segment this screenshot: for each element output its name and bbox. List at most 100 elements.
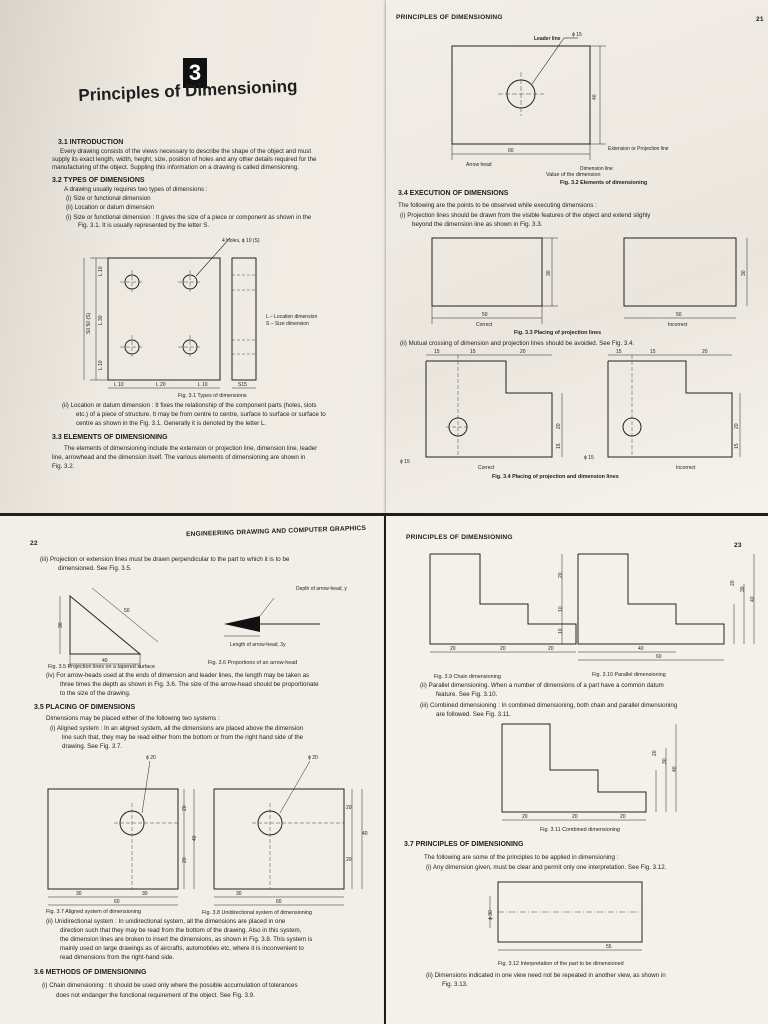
dim-label: 40 (362, 831, 368, 837)
dim-label: 40 (102, 658, 108, 664)
dim-label: 40 (638, 646, 644, 652)
value-label: Value of the dimension (546, 172, 601, 178)
dim-label: 20 (572, 814, 578, 820)
paragraph-line: Fig. 3.2. (52, 463, 75, 470)
arrow-label: Arrow head (466, 162, 492, 168)
dim-label: 20 (182, 857, 188, 863)
dim-label: 20 (620, 814, 626, 820)
figure-3-1: L 10 L 30 L 10 S0 50 (S) L 10 L 20 L 10 … (83, 237, 317, 389)
running-head: PRINCIPLES OF DIMENSIONING (396, 14, 503, 21)
running-head: PRINCIPLES OF DIMENSIONING (406, 534, 513, 541)
figure-caption: Fig. 3.6 Proportions of an arrow-head (208, 660, 298, 666)
paragraph-line: does not endanger the functional require… (56, 992, 255, 999)
list-item: (ii) Mutual crossing of dimension and pr… (400, 340, 635, 347)
paragraph-line: beyond the dimension line as shown in Fi… (412, 221, 543, 228)
book-page-23: PRINCIPLES OF DIMENSIONING 23 20 10 10 2… (386, 516, 768, 1024)
dim-label: 30 (740, 586, 746, 592)
figure-3-10: 20 30 40 40 60 (577, 553, 756, 661)
dim-label: 10 (558, 606, 564, 612)
figure-3-9: 20 10 10 20 20 20 (429, 553, 577, 653)
section-heading: 3.3 ELEMENTS OF DIMENSIONING (52, 434, 168, 441)
list-item: (i) Chain dimensioning : It should be us… (42, 982, 298, 989)
dim-label: 30 (236, 891, 242, 897)
paragraph-line: etc.) of a piece of structure. It may be… (76, 411, 326, 418)
dim-label: L 10 (198, 382, 208, 388)
dim-label: 30 (58, 622, 64, 628)
dim-label: 55 (606, 944, 612, 950)
dim-label: 15 (650, 349, 656, 355)
dim-label: 15 (734, 443, 740, 449)
paragraph-line: centre as shown in the Fig. 3.1. General… (76, 420, 267, 427)
dim-label: 60 (656, 654, 662, 660)
leader-label: Leader line (534, 36, 561, 42)
dim-label: ϕ 30 (488, 910, 494, 920)
dim-label: 15 (470, 349, 476, 355)
dim-label: 10 (558, 628, 564, 634)
figure-3-7-3-8: ϕ 20 20 40 20 30 30 60 ϕ 20 20 40 20 30 … (47, 755, 368, 906)
paragraph-line: three times the depth as shown in Fig. 3… (60, 681, 319, 688)
dim-label: 20 (346, 805, 352, 811)
dim-label: 40 (750, 596, 756, 602)
figure-3-12: ϕ 30 55 (488, 881, 643, 951)
dim-label: 40 (192, 835, 198, 841)
book-page-22: 22 ENGINEERING DRAWING AND COMPUTER GRAP… (0, 516, 384, 1024)
dim-label: L 30 (98, 315, 104, 325)
paragraph-line: direction such that they may be read fro… (60, 927, 302, 934)
paragraph-line: Fig. 3.1. It is usually represented by t… (78, 222, 210, 229)
figure-3-4: 15 15 20 20 15 15 15 20 20 15 ϕ 15 ϕ 15 … (400, 349, 741, 471)
dim-label: 50 (482, 312, 488, 318)
figure-3-3: 30 50 30 50 Correct Incorrect (431, 237, 748, 328)
list-item: (iv) For arrow-heads used at the ends of… (46, 672, 310, 679)
figure-caption: Fig. 3.3 Placing of projection lines (514, 330, 602, 336)
dim-label: 60 (114, 899, 120, 905)
section-heading: 3.5 PLACING OF DIMENSIONS (34, 704, 136, 711)
dim-label: 20 (734, 423, 740, 429)
dimline-label: Dimension line (580, 166, 613, 172)
list-item: (ii) Unidirectional system : In unidirec… (46, 918, 286, 925)
paragraph-line: the dimension lines are broken to insert… (60, 936, 313, 943)
section-heading: 3.6 METHODS OF DIMENSIONING (34, 969, 147, 976)
figure-caption: Fig. 3.7 Aligned system of dimensioning (46, 909, 141, 915)
running-head: ENGINEERING DRAWING AND COMPUTER GRAPHIC… (185, 524, 367, 539)
list-item: (i) Size or functional dimension : It gi… (66, 214, 312, 221)
depth-label: Depth of arrow-head, y (296, 586, 347, 592)
figure-caption: Fig. 3.11 Combined dimensioning (540, 827, 620, 833)
dim-label: 40 (672, 766, 678, 772)
paragraph-line: line such that, they may be read either … (62, 734, 304, 741)
dim-label: 30 (76, 891, 82, 897)
dim-label: L 20 (156, 382, 166, 388)
paragraph-line: Dimensions may be placed either of the f… (46, 715, 220, 722)
dim-label: S15 (238, 382, 247, 388)
figure-3-5: 30 40 50 (58, 587, 159, 668)
book-page-21: PRINCIPLES OF DIMENSIONING 21 40 60 Lead… (386, 0, 768, 513)
paragraph-line: line, arrowhead and the dimension itself… (52, 454, 306, 461)
list-item: (i) Projection lines should be drawn fro… (400, 212, 651, 219)
dim-label: 30 (662, 758, 668, 764)
list-item: (ii) Dimensions indicated in one view ne… (426, 972, 666, 979)
correct-label: Correct (476, 322, 493, 328)
dim-label: 20 (500, 646, 506, 652)
page-number: 21 (756, 16, 764, 23)
dim-label: 50 (676, 312, 682, 318)
book-page-20: 3 Principles of Dimensioning 3.1 INTRODU… (0, 0, 386, 513)
paragraph-line: A drawing usually requires two types of … (64, 186, 208, 193)
dim-label: 20 (558, 572, 564, 578)
dim-label: 60 (508, 148, 514, 154)
list-item: (i) Aligned system : In an aligned syste… (50, 725, 304, 732)
section-heading: 3.4 EXECUTION OF DIMENSIONS (398, 190, 509, 197)
dim-label: 20 (548, 646, 554, 652)
dim-label: L 10 (114, 382, 124, 388)
dim-label: 30 (142, 891, 148, 897)
section-heading: 3.1 INTRODUCTION (58, 139, 124, 146)
dim-label: 15 (556, 443, 562, 449)
list-item: (iii) Projection or extension lines must… (40, 556, 290, 563)
dim-label: ϕ 15 (584, 455, 594, 461)
paragraph-line: The following are some of the principles… (424, 854, 619, 861)
figure-caption: Fig. 3.1 Types of dimensions (178, 393, 247, 399)
list-item: (ii) Parallel dimensioning. When a numbe… (420, 682, 664, 689)
incorrect-label: Incorrect (676, 465, 696, 471)
paragraph-line: to the size of the drawing. (60, 690, 131, 697)
figure-caption: Fig. 3.2 Elements of dimensioning (560, 180, 648, 186)
page-number: 22 (30, 540, 38, 547)
ext-label: Extension or Projection line (608, 146, 669, 152)
